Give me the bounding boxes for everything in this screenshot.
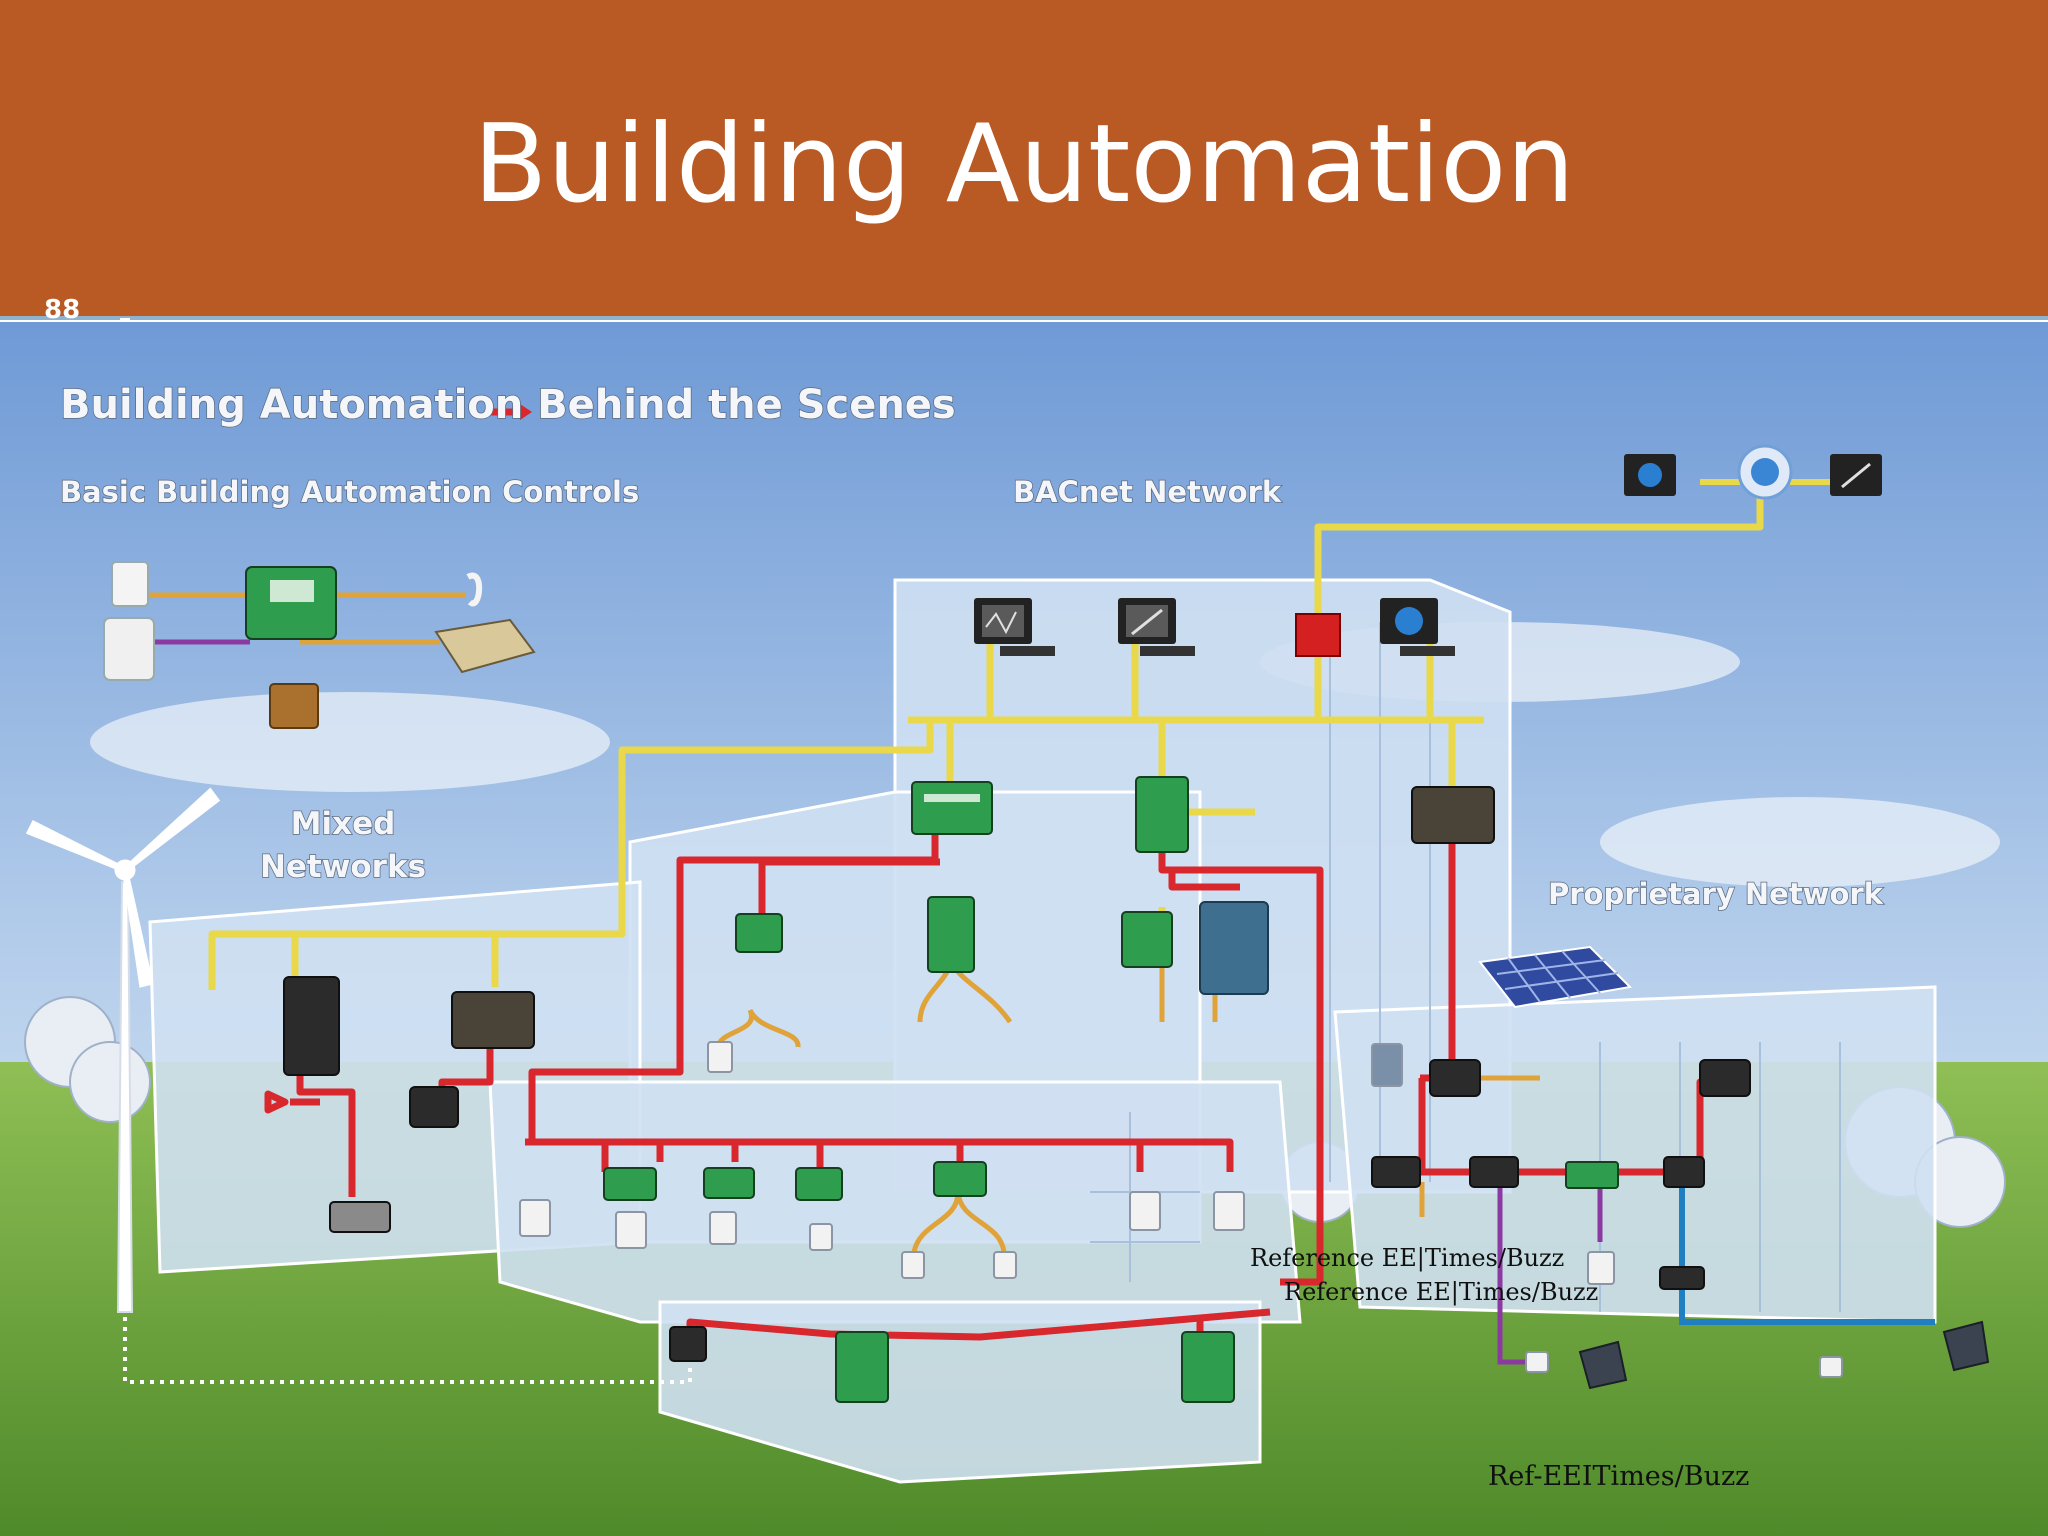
bacnet-bus xyxy=(208,482,1764,990)
computer-globe-icon xyxy=(1380,598,1455,656)
reference-note-1: Reference EE|Times/Buzz xyxy=(1250,1244,1564,1273)
actuator-icon xyxy=(269,683,319,729)
label-proprietary-network: Proprietary Network xyxy=(1548,877,1884,911)
slide-title: Building Automation xyxy=(473,102,1575,227)
divider-dash xyxy=(120,318,130,321)
basic-devices xyxy=(103,561,536,729)
label-mixed-networks-line2: Networks xyxy=(260,849,426,885)
lower-wing xyxy=(488,1080,1302,1324)
diagram-heading: Building Automation Behind the Scenes xyxy=(60,382,956,428)
hvac-unit-icon xyxy=(434,618,536,674)
controller-chips xyxy=(270,580,980,802)
computer-monitor-icon xyxy=(974,598,1055,656)
fire-panel-icon xyxy=(1295,613,1341,657)
building-automation-diagram: Building Automation Behind the Scenes Ba… xyxy=(0,322,2048,1536)
proprietary-bus xyxy=(1679,1182,1935,1325)
remote-computer-2-icon xyxy=(1830,454,1882,496)
red-arrow xyxy=(520,404,532,420)
reference-note-2: Reference EE|Times/Buzz xyxy=(1284,1278,1598,1307)
solar-panel-icon xyxy=(1478,945,1633,1009)
bacnet-controller-2 xyxy=(1135,776,1189,853)
label-basic-controls: Basic Building Automation Controls xyxy=(60,475,639,509)
light-icon xyxy=(466,572,483,607)
computer-wrench-icon xyxy=(1118,598,1195,656)
label-bacnet-network: BACnet Network xyxy=(1013,475,1282,509)
main-controller xyxy=(245,566,337,640)
reference-note-3: Ref-EEITimes/Buzz xyxy=(1488,1461,1749,1492)
thermostat-icon xyxy=(103,617,155,681)
remote-computer-icon xyxy=(1624,454,1676,496)
laptop-icons xyxy=(1578,1320,1990,1390)
wind-turbine-icon xyxy=(25,787,221,1313)
internet-cloud-icon xyxy=(1737,444,1793,500)
slide-number: 88 xyxy=(44,295,81,325)
bacnet-controller-1 xyxy=(911,781,993,835)
basement xyxy=(658,1300,1262,1484)
security-panel-icon xyxy=(1199,901,1269,995)
field-sensors xyxy=(519,1041,1843,1378)
title-bar: Building Automation 88 xyxy=(0,0,2048,325)
label-mixed-networks-line1: Mixed xyxy=(291,806,396,842)
dark-controllers xyxy=(283,786,1751,1362)
workstations xyxy=(974,444,1882,657)
sensor-icon xyxy=(111,561,149,607)
